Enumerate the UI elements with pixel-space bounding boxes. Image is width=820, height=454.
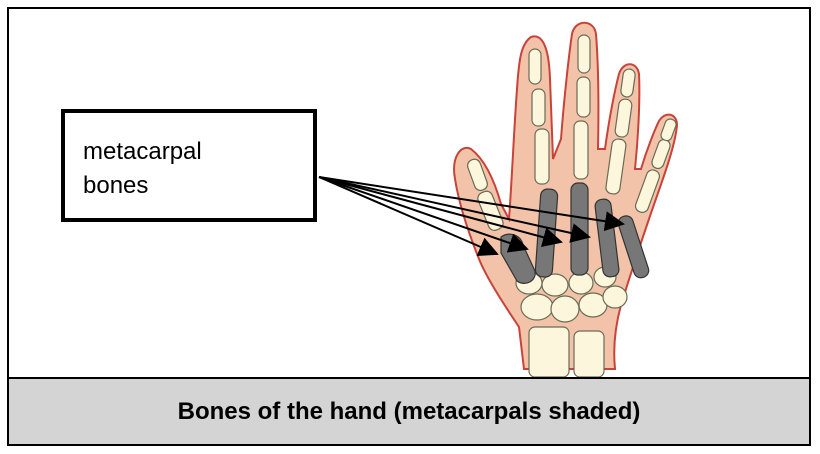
radius-bone [529, 327, 569, 377]
ulna-bone [574, 331, 604, 377]
figure-frame: metacarpal bones Bones of the hand (meta… [7, 7, 811, 446]
caption-bar: Bones of the hand (metacarpals shaded) [9, 377, 809, 444]
label-line-1: metacarpal [83, 135, 202, 169]
label-text: metacarpal bones [83, 135, 202, 203]
label-line-2: bones [83, 169, 202, 203]
figure-area: metacarpal bones [9, 9, 809, 377]
caption-text: Bones of the hand (metacarpals shaded) [178, 398, 641, 426]
label-box: metacarpal bones [61, 109, 317, 222]
